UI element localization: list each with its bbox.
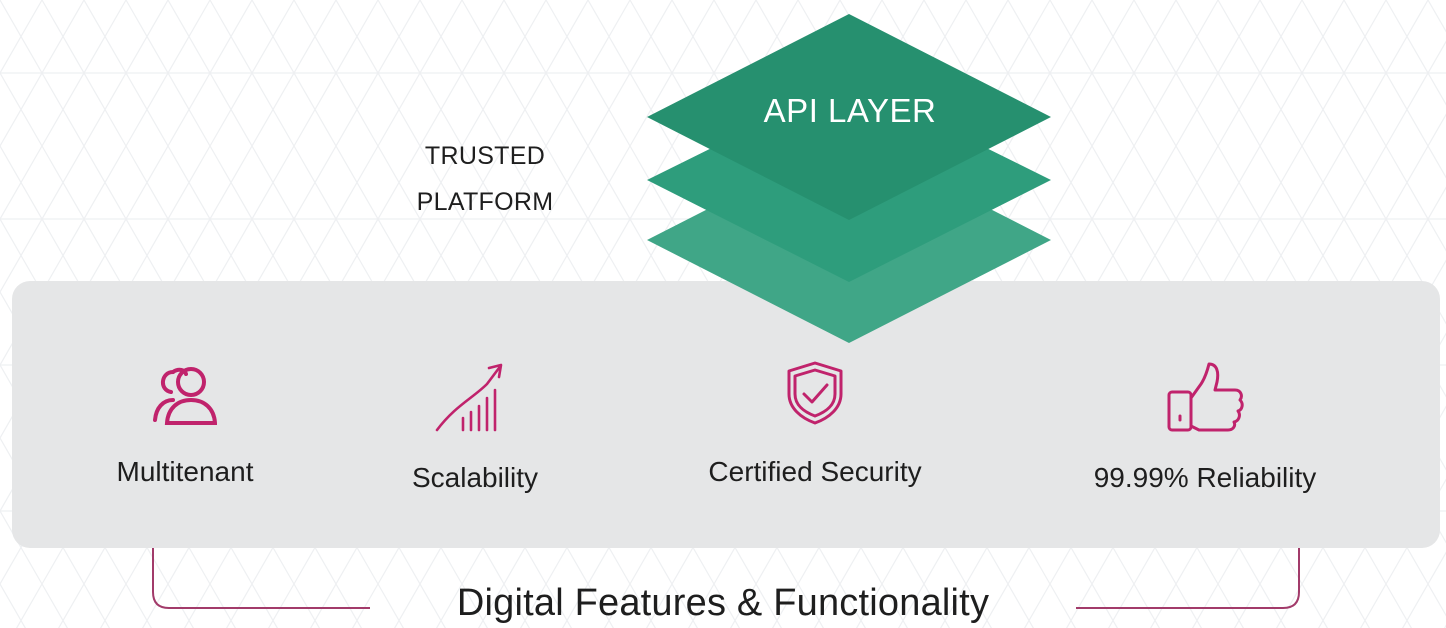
platform-label-line2: PLATFORM (416, 188, 554, 216)
feature-certified-security: Certified Security (640, 360, 990, 488)
shield-check-icon (787, 361, 843, 425)
footer-label: Digital Features & Functionality (456, 582, 990, 624)
trusted-platform-label: TRUSTED PLATFORM (370, 133, 600, 225)
feature-label: 99.99% Reliability (1093, 462, 1317, 493)
feature-label: Multitenant (116, 456, 254, 487)
feature-multitenant: Multitenant (60, 360, 310, 488)
growth-chart-icon (435, 363, 503, 432)
feature-reliability: 99.99% Reliability (1040, 360, 1370, 494)
features-panel (12, 281, 1440, 548)
multitenant-users-icon (153, 367, 217, 425)
thumbs-up-icon (1167, 362, 1244, 432)
api-layer-label: API LAYER (763, 92, 937, 129)
feature-label: Certified Security (708, 456, 922, 487)
top-layer (647, 14, 1051, 220)
platform-label-line1: TRUSTED (424, 142, 546, 170)
feature-scalability: Scalability (350, 360, 600, 494)
feature-label: Scalability (411, 462, 539, 493)
